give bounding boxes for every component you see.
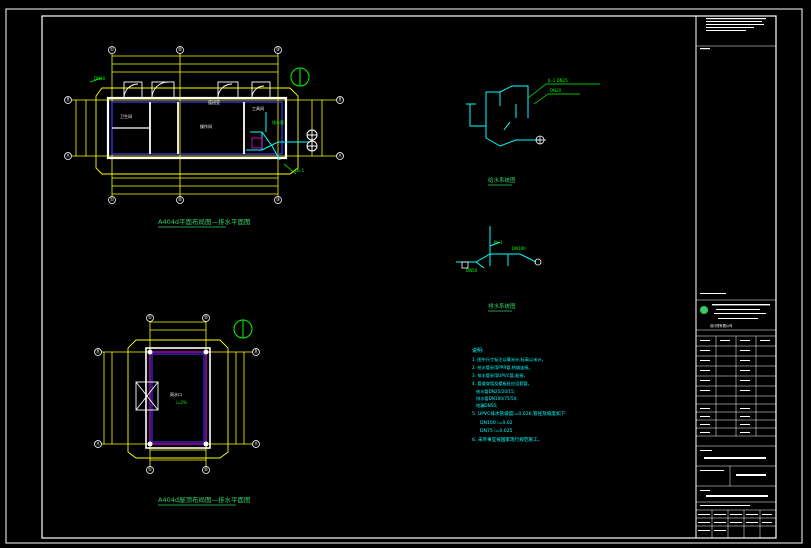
outer-frame bbox=[5, 8, 803, 544]
company-name: 设计院有限公司 bbox=[710, 323, 732, 328]
axis-label: ③ bbox=[276, 47, 280, 53]
note-line: DN100 i=0.02 bbox=[480, 420, 513, 426]
system1-title: 给水系统图 bbox=[488, 176, 516, 184]
svg-text:DN100: DN100 bbox=[512, 246, 526, 251]
axis-label: ① bbox=[148, 467, 153, 473]
axis-label: Ⓐ bbox=[95, 440, 100, 447]
axis-label: Ⓑ bbox=[65, 96, 70, 103]
axis-label: Ⓐ bbox=[65, 152, 70, 159]
note-line: 给水管DN25/20/15; bbox=[476, 388, 515, 395]
water-supply-system-diagram: JL-1 DN25 DN20 bbox=[466, 78, 600, 147]
svg-text:雨水口: 雨水口 bbox=[170, 391, 182, 397]
note-line: DN75 i=0.025 bbox=[480, 428, 513, 434]
svg-text:DN20: DN20 bbox=[550, 88, 562, 93]
floor-plan-2: 雨水口 i=2% bbox=[98, 318, 256, 470]
note-line: 地漏DN50; bbox=[476, 402, 497, 409]
svg-text:工具间: 工具间 bbox=[252, 105, 264, 111]
svg-text:DN50: DN50 bbox=[94, 76, 106, 81]
svg-text:DN50: DN50 bbox=[466, 268, 478, 273]
axis-label: ① bbox=[110, 197, 115, 203]
note-line: 6. 未尽事宜按国家现行规范施工。 bbox=[472, 436, 542, 443]
note-line: 2. 给水管采用PPR管,热熔连接。 bbox=[472, 364, 533, 371]
axis-label: Ⓑ bbox=[95, 348, 100, 355]
floor-plan-1: 卫生间 操作间 值班室 工具间 DN50 排水管 DL-1 bbox=[72, 50, 340, 200]
plan1-title: A404d平面布局图—排水平面图 bbox=[158, 217, 250, 226]
plan2-title: A404d屋顶布局图—排水平面图 bbox=[158, 495, 250, 504]
axis-label: Ⓐ bbox=[337, 152, 342, 159]
svg-text:i=2%: i=2% bbox=[176, 400, 187, 405]
svg-text:值班室: 值班室 bbox=[208, 99, 220, 105]
note-line: 1. 图中尺寸标注以毫米计,标高以米计。 bbox=[472, 356, 546, 363]
note-line: 排水管DN100/75/50; bbox=[476, 395, 518, 402]
axis-label: ② bbox=[204, 315, 209, 321]
svg-text:JL-1 DN25: JL-1 DN25 bbox=[547, 78, 568, 83]
axis-label: ③ bbox=[276, 197, 280, 203]
svg-text:DL-1: DL-1 bbox=[295, 168, 305, 173]
note-line: 5. UPVC排水管坡度i=0.026,管径及坡度如下: bbox=[472, 410, 567, 417]
note-line: 3. 排水管采用UPVC管,粘接。 bbox=[472, 372, 528, 379]
axis-label: Ⓑ bbox=[253, 348, 258, 355]
title-block: 设计院有限公司 bbox=[695, 15, 777, 539]
note-line: 4. 管道穿墙及楼板处应设套管。 bbox=[472, 380, 532, 387]
notes-heading: 说明: bbox=[472, 347, 484, 354]
svg-text:PL-1: PL-1 bbox=[494, 240, 503, 245]
design-notes: 说明: 1. 图中尺寸标注以毫米计,标高以米计。 2. 给水管采用PPR管,热熔… bbox=[472, 347, 567, 443]
axis-label: ② bbox=[178, 47, 183, 53]
axis-label: ② bbox=[178, 197, 183, 203]
svg-text:操作间: 操作间 bbox=[200, 123, 212, 129]
axis-label: Ⓑ bbox=[337, 96, 342, 103]
svg-text:排水管: 排水管 bbox=[272, 119, 284, 125]
svg-text:卫生间: 卫生间 bbox=[120, 113, 132, 119]
axis-label: ② bbox=[204, 467, 209, 473]
system2-title: 排水系统图 bbox=[488, 302, 516, 310]
axis-label: Ⓐ bbox=[253, 440, 258, 447]
drainage-system-diagram: PL-1 DN50 DN100 bbox=[456, 226, 542, 273]
axis-label: ① bbox=[110, 47, 115, 53]
axis-label: ① bbox=[148, 315, 153, 321]
